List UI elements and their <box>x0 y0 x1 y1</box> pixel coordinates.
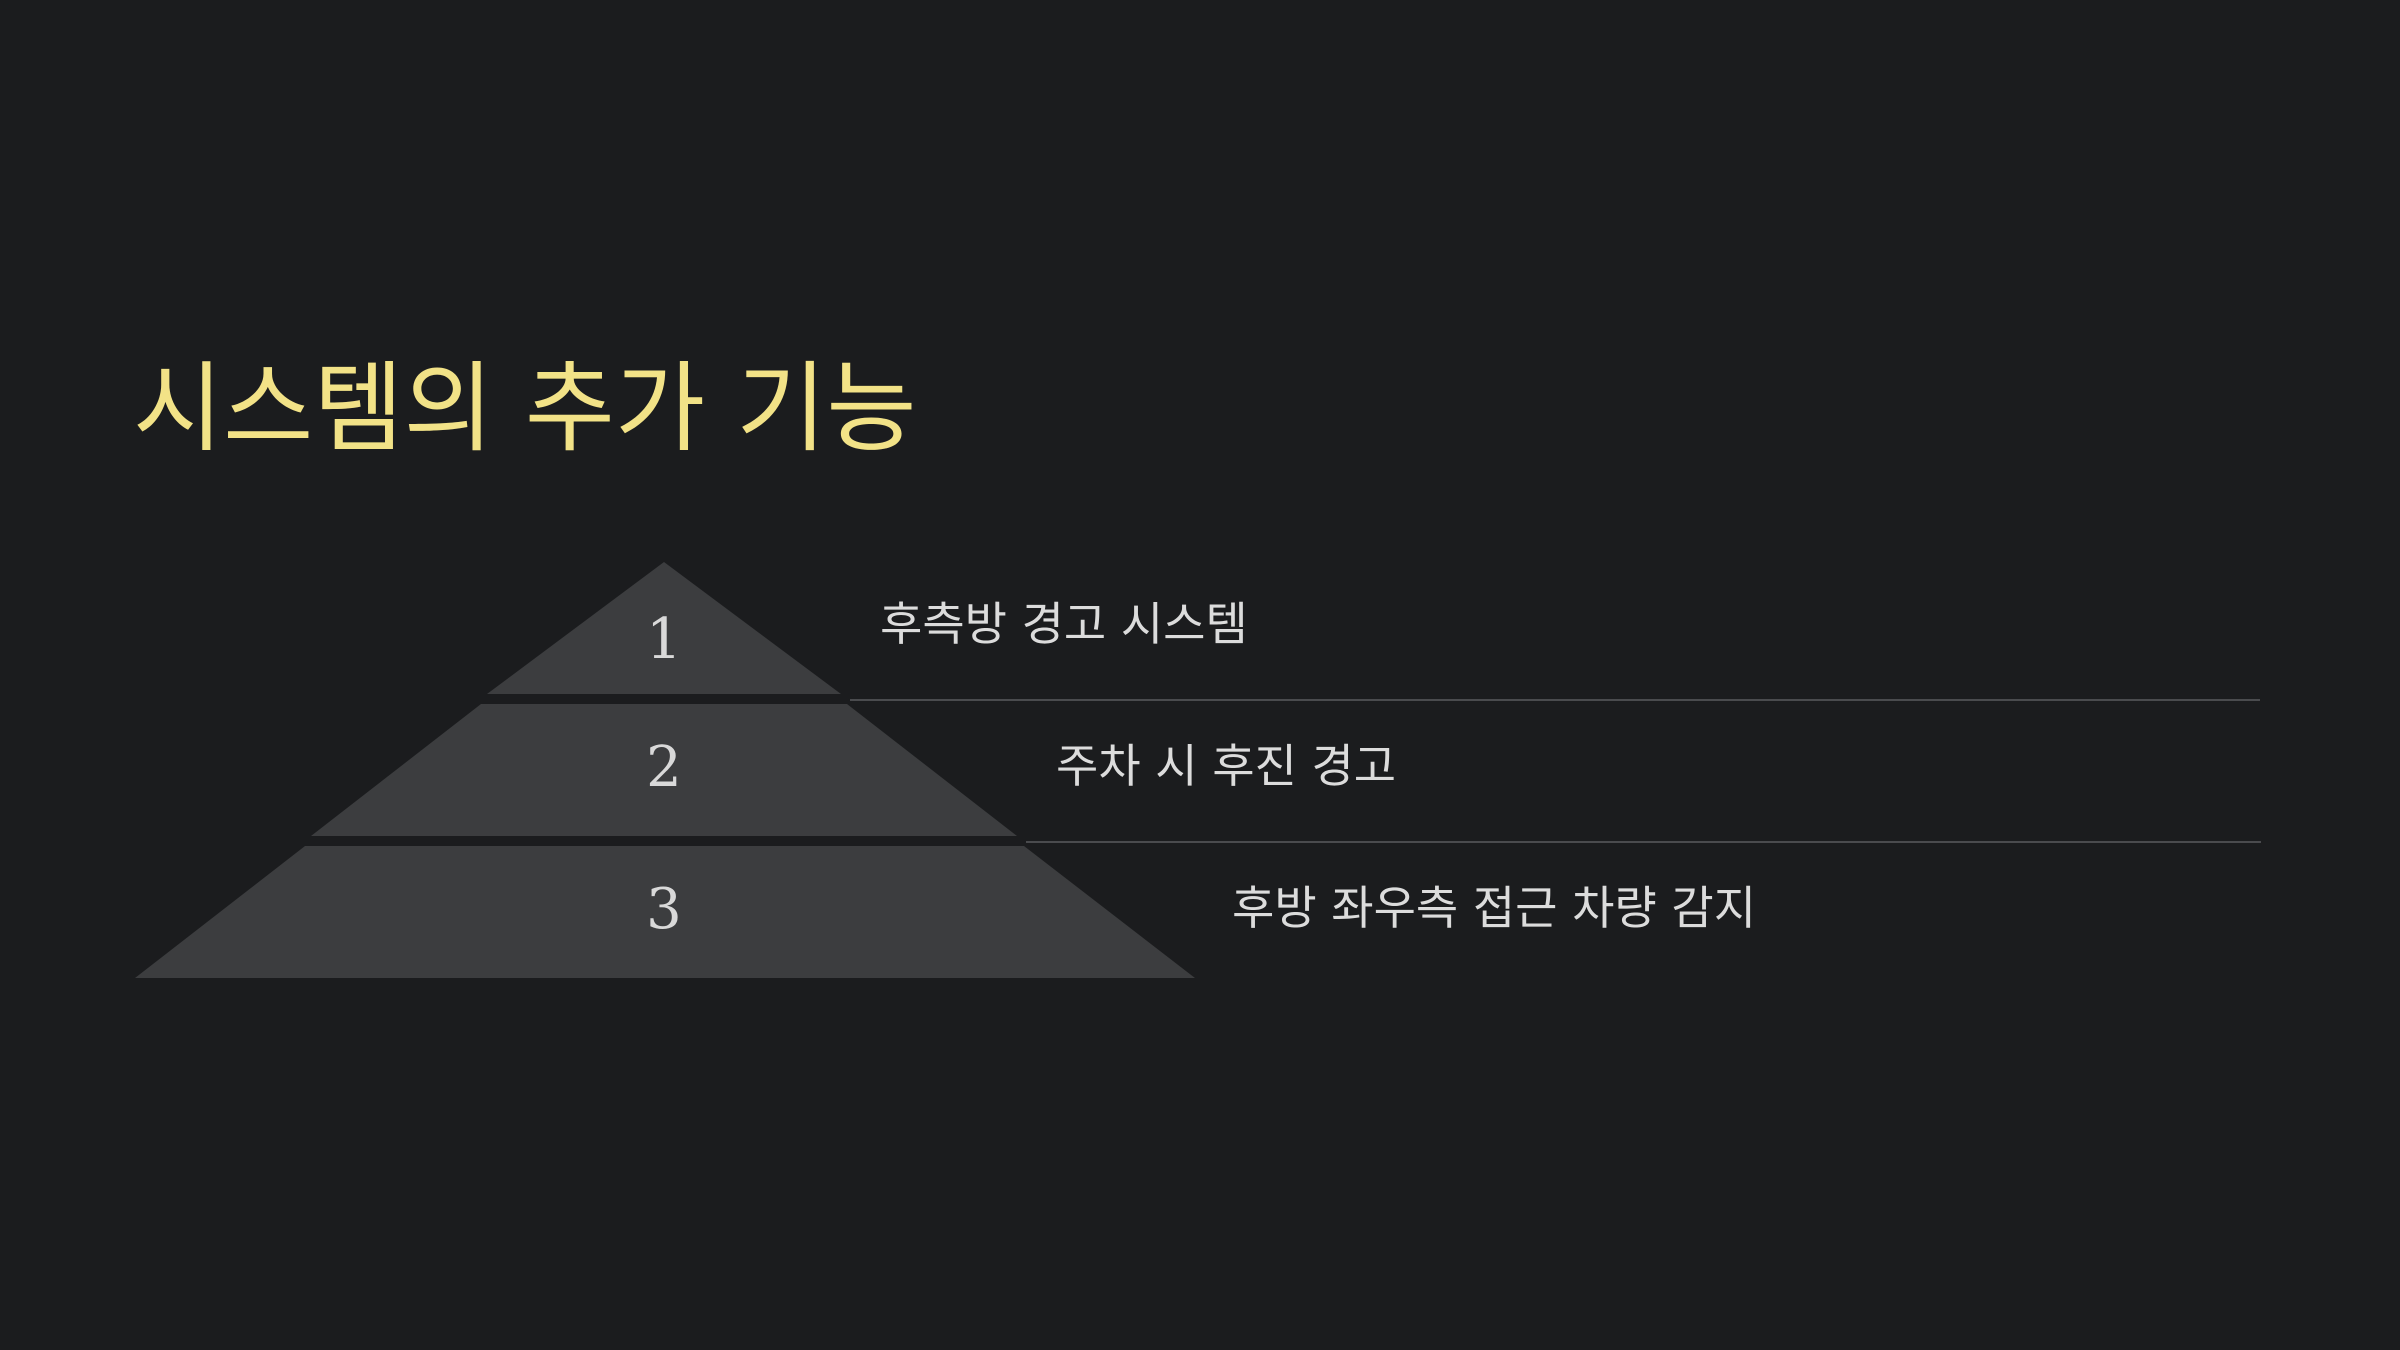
pyramid-level-2-number: 2 <box>646 735 682 800</box>
pyramid-level-3-shape <box>135 846 1195 978</box>
pyramid-level-2-shape <box>311 704 1017 836</box>
pyramid-level-1-number: 1 <box>646 607 682 672</box>
pyramid-level-1-shape <box>487 562 841 694</box>
divider-1 <box>850 699 2260 701</box>
pyramid-level-1-label: 후측방 경고 시스템 <box>880 597 1248 651</box>
pyramid-level-2-label: 주차 시 후진 경고 <box>1056 739 1397 793</box>
pyramid-level-3-label: 후방 좌우측 접근 차량 감지 <box>1232 881 1757 935</box>
pyramid-level-3-number: 3 <box>646 877 682 942</box>
slide-title: 시스템의 추가 기능 <box>133 352 917 466</box>
divider-2 <box>1026 841 2261 843</box>
